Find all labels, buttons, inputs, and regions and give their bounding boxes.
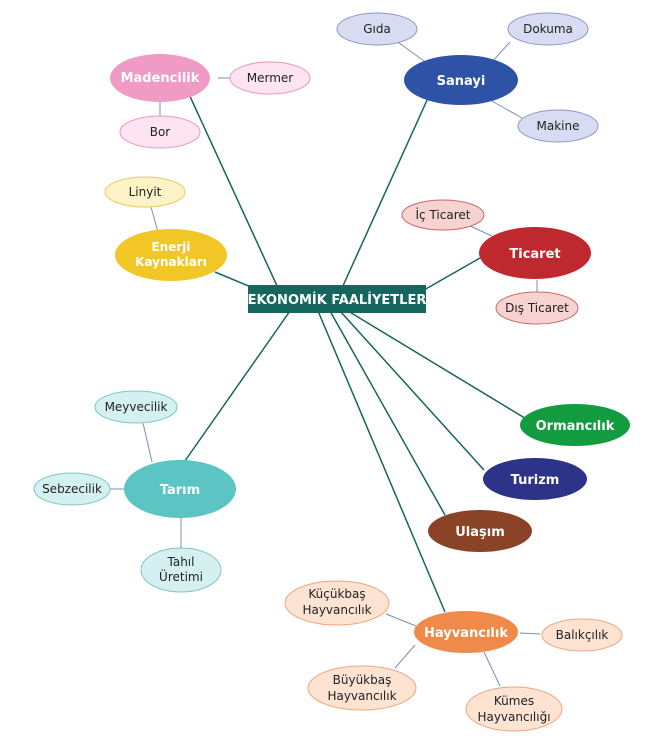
gida-label: Gıda bbox=[363, 22, 391, 36]
enerji-label-line1: Enerji bbox=[151, 240, 190, 254]
ticaret-label: Ticaret bbox=[509, 247, 560, 262]
dokuma-label: Dokuma bbox=[523, 22, 573, 36]
node-tahil-uretimi: Tahıl Üretimi bbox=[140, 547, 222, 593]
node-ticaret: Ticaret bbox=[479, 227, 591, 279]
hayvancilik-label: Hayvancılık bbox=[424, 626, 508, 641]
node-kumes: Kümes Hayvancılığı bbox=[465, 686, 563, 732]
node-makine: Makine bbox=[517, 109, 599, 143]
node-mermer: Mermer bbox=[229, 61, 311, 95]
node-gida: Gıda bbox=[336, 12, 418, 46]
node-enerji: Enerji Kaynakları bbox=[115, 229, 227, 281]
makine-label: Makine bbox=[537, 119, 580, 133]
meyvecilik-label: Meyvecilik bbox=[105, 400, 168, 414]
kucukbas-label-line1: Küçükbaş bbox=[308, 587, 365, 601]
node-linyit: Linyit bbox=[104, 176, 186, 208]
node-kucukbas: Küçükbaş Hayvancılık bbox=[284, 580, 390, 626]
node-tarim: Tarım bbox=[124, 460, 236, 518]
node-sanayi: Sanayi bbox=[404, 55, 518, 105]
sebzecilik-label: Sebzecilik bbox=[42, 482, 102, 496]
bor-label: Bor bbox=[150, 125, 171, 139]
main-connectors bbox=[179, 91, 529, 613]
node-dis-ticaret: Dış Ticaret bbox=[495, 291, 579, 325]
node-buyukbas: Büyükbaş Hayvancılık bbox=[307, 665, 417, 711]
node-sebzecilik: Sebzecilik bbox=[33, 472, 111, 506]
node-bor: Bor bbox=[119, 115, 201, 149]
mermer-label: Mermer bbox=[247, 71, 294, 85]
node-balikcilik: Balıkçılık bbox=[541, 618, 623, 652]
node-turizm: Turizm bbox=[483, 458, 587, 500]
kucukbas-label-line2: Hayvancılık bbox=[302, 603, 371, 617]
tahil-label-line1: Tahıl bbox=[167, 555, 195, 569]
sanayi-label: Sanayi bbox=[437, 74, 486, 89]
buyukbas-label-line1: Büyükbaş bbox=[333, 673, 392, 687]
turizm-label: Turizm bbox=[511, 473, 560, 488]
node-ormancilik: Ormancılık bbox=[520, 404, 630, 446]
node-meyvecilik: Meyvecilik bbox=[94, 390, 178, 424]
node-dokuma: Dokuma bbox=[507, 12, 589, 46]
dis-ticaret-label: Dış Ticaret bbox=[505, 301, 569, 315]
kumes-label-line2: Hayvancılığı bbox=[477, 710, 550, 724]
madencilik-label: Madencilik bbox=[121, 71, 200, 86]
ormancilik-label: Ormancılık bbox=[536, 419, 615, 434]
center-label: EKONOMİK FAALİYETLER bbox=[248, 292, 427, 308]
ic-ticaret-label: İç Ticaret bbox=[416, 207, 471, 222]
linyit-label: Linyit bbox=[129, 185, 162, 199]
node-ulasim: Ulaşım bbox=[428, 510, 532, 552]
node-madencilik: Madencilik bbox=[110, 54, 210, 102]
node-hayvancilik: Hayvancılık bbox=[414, 611, 518, 653]
node-ic-ticaret: İç Ticaret bbox=[401, 199, 485, 231]
kumes-label-line1: Kümes bbox=[494, 694, 534, 708]
buyukbas-label-line2: Hayvancılık bbox=[327, 689, 396, 703]
tahil-label-line2: Üretimi bbox=[159, 568, 203, 584]
center-node: EKONOMİK FAALİYETLER bbox=[248, 285, 427, 313]
ulasim-label: Ulaşım bbox=[455, 525, 505, 540]
balikcilik-label: Balıkçılık bbox=[556, 628, 609, 642]
tarim-label: Tarım bbox=[160, 483, 200, 498]
enerji-label-line2: Kaynakları bbox=[135, 255, 207, 269]
